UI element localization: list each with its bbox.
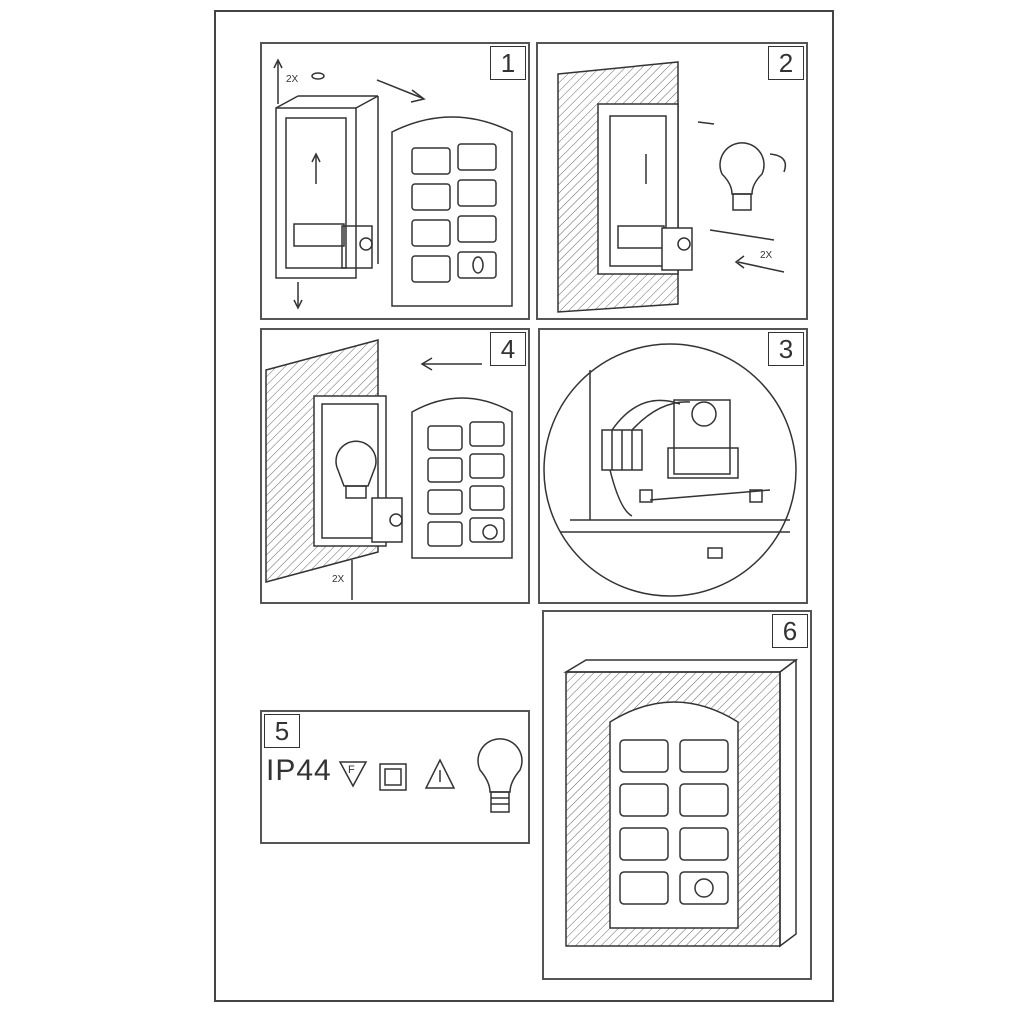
step-number-1: 1 [490,46,526,80]
quantity-label: 2X [286,74,299,85]
panel-step-2: 2 2X [536,42,808,320]
step-number-3: 3 [768,332,804,366]
panel-step-1: 1 2X [260,42,530,320]
insert-bulb-illustration [557,61,787,313]
panel-step-3: 3 [538,328,808,604]
panel-step-6: 6 [542,610,812,980]
quantity-label: 2X [332,574,345,585]
attach-cover-illustration [265,339,513,600]
step-number-6: 6 [772,614,808,648]
finished-lamp-illustration [563,658,799,948]
certification-symbols [338,738,523,813]
panel-step-4: 4 2X [260,328,530,604]
ip-rating-label: IP44 [266,754,332,787]
instruction-sheet: 1 2X [214,10,834,1002]
f-mark-label: F [348,764,355,776]
quantity-label: 2X [760,250,773,261]
step-number-4: 4 [490,332,526,366]
step-number-2: 2 [768,46,804,80]
step-number-5: 5 [264,714,300,748]
wiring-detail-illustration [543,343,797,597]
panel-step-5: 5 IP44 F [260,710,530,844]
remove-cover-illustration [273,58,513,310]
